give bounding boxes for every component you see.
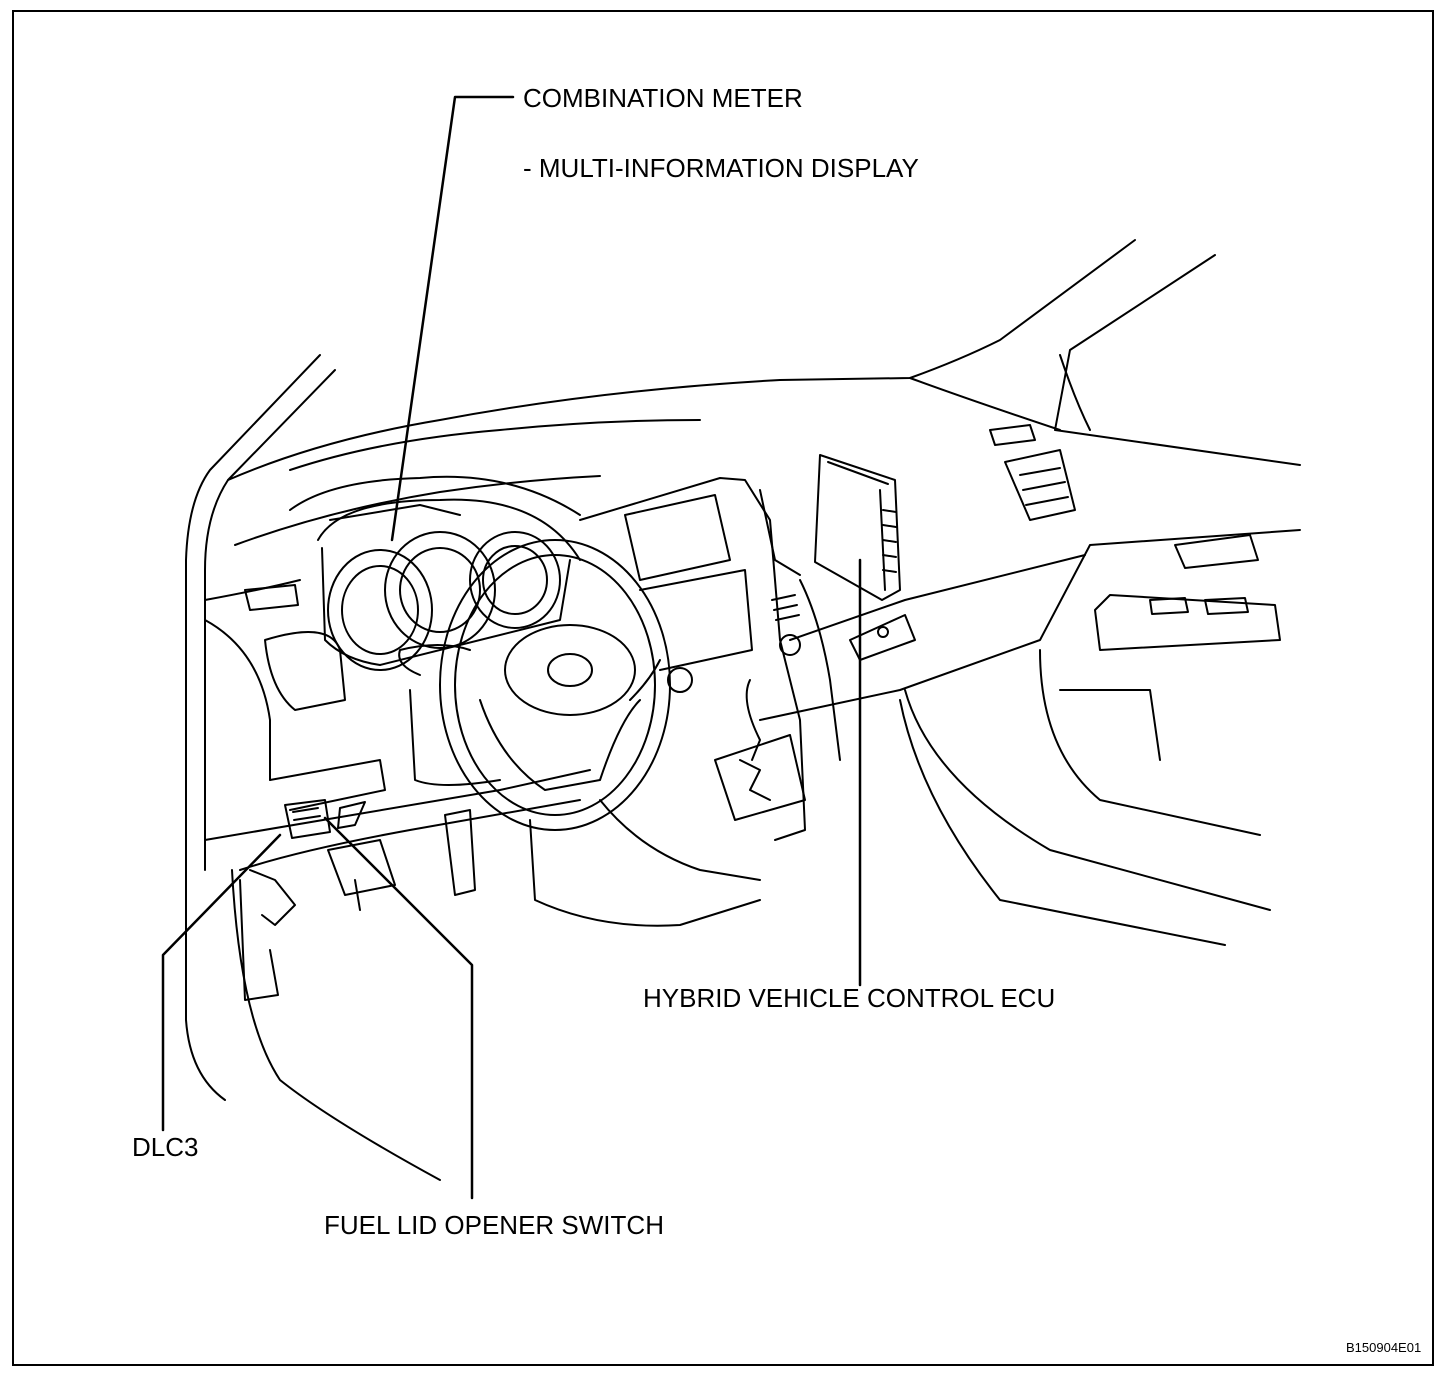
center-gauge	[384, 531, 496, 649]
diagram-frame	[12, 10, 1434, 1366]
dashboard-top	[227, 239, 1136, 481]
leader-combination-meter	[390, 95, 515, 542]
fuel-lid-switch	[337, 801, 366, 829]
meter-hood	[289, 475, 581, 516]
dlc3-connector	[284, 799, 331, 839]
label-dlc3: DLC3	[132, 1132, 199, 1162]
leader-dlc3	[161, 833, 282, 1132]
steering-hub	[504, 624, 636, 716]
leader-lines	[161, 95, 862, 1200]
right-vent	[1004, 449, 1076, 521]
label-combination-meter: COMBINATION METER	[523, 83, 803, 113]
shift-lever	[745, 679, 761, 761]
left-a-pillar	[185, 354, 321, 1101]
center-console	[579, 477, 806, 841]
accelerator-pedal	[444, 809, 476, 896]
figure-code: B150904E01	[1346, 1340, 1422, 1355]
label-multi-information-display: - MULTI-INFORMATION DISPLAY	[523, 153, 919, 183]
label-hv-ecu: HYBRID VEHICLE CONTROL ECU	[643, 983, 1056, 1013]
label-fuel-lid-opener-switch: FUEL LID OPENER SWITCH	[324, 1210, 664, 1240]
left-vent	[244, 584, 299, 611]
right-gauge	[469, 531, 561, 629]
left-gauge	[327, 549, 433, 671]
hv-ecu-box	[814, 454, 901, 601]
brake-pedal	[327, 839, 396, 896]
right-door-panel	[1094, 594, 1281, 651]
steering-wheel	[439, 539, 671, 831]
nav-screen	[624, 494, 731, 581]
leader-fuel-lid-switch	[323, 816, 474, 1200]
